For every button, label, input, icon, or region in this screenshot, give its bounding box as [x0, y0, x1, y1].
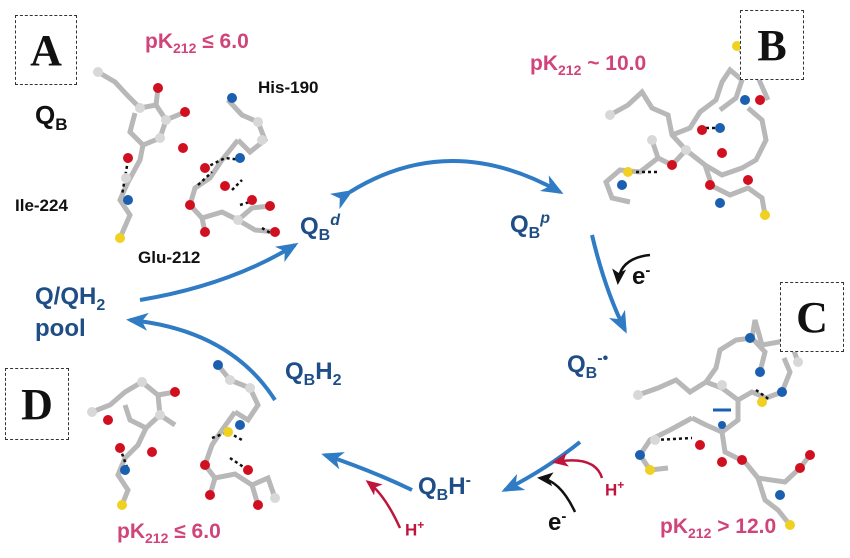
panel-label-b: B — [740, 10, 804, 80]
pk-label-d: pK212 ≤ 6.0 — [117, 520, 221, 547]
molecule-c-bonds — [654, 388, 771, 442]
molecule-c-atoms — [633, 333, 815, 530]
residue-his-190: His-190 — [258, 78, 319, 97]
state-qbh2: QBH2 — [285, 358, 342, 389]
arrow-qbrad-qbh — [501, 440, 582, 492]
electron-label-2: e- — [548, 508, 567, 536]
panel-label-a: A — [15, 15, 77, 85]
pk-label-c: pK212 > 12.0 — [660, 515, 777, 542]
qb-molecule-label: QB — [35, 100, 68, 135]
state-qbh-anion: QBH- — [418, 472, 471, 504]
state-qb-distal: QBd — [300, 212, 341, 244]
state-qb-radical: QB-• — [567, 350, 609, 382]
arrow-qbp-qbrad — [590, 234, 627, 334]
state-q-pool-label: pool — [35, 315, 86, 342]
proton-arrow-2 — [365, 480, 402, 529]
arrow-pool-qbd — [139, 242, 299, 302]
arrow-qbh-qbh2 — [321, 452, 413, 492]
molecule-b-atoms — [605, 41, 770, 220]
electron-label-1: e- — [632, 262, 651, 290]
electron-arrow-1 — [612, 253, 651, 285]
pk-label-b: pK212 ~ 10.0 — [530, 52, 647, 79]
residue-ile-224: Ile-224 — [15, 196, 68, 215]
residue-glu-212: Glu-212 — [138, 248, 201, 267]
proton-arrow-1 — [552, 452, 604, 479]
pk-label-a: pK212 ≤ 6.0 — [145, 30, 249, 57]
arrow-qbh2-pool — [126, 312, 277, 402]
electron-arrow-2 — [537, 472, 577, 513]
molecule-a-bonds — [120, 156, 273, 236]
proton-label-2: H+ — [405, 518, 425, 540]
arrow-qbd-qbp — [329, 159, 564, 210]
molecule-d-atoms — [87, 360, 280, 510]
panel-label-d: D — [5, 368, 69, 440]
state-q-pool: Q/QH2 — [35, 283, 106, 314]
proton-label-1: H+ — [605, 478, 625, 500]
state-qb-proximal: QBp — [510, 210, 551, 242]
panel-label-c: C — [780, 282, 844, 352]
molecule-a-atoms — [93, 67, 280, 243]
